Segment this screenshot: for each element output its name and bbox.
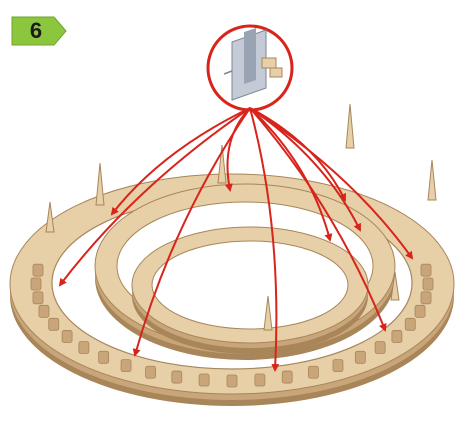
inner-ring: [132, 227, 368, 354]
gear-tooth: [421, 292, 431, 304]
gear-tooth: [421, 264, 431, 276]
gear-tooth: [121, 360, 131, 372]
gear-tooth: [308, 366, 318, 378]
gear-tooth: [172, 371, 182, 383]
gear-tooth: [62, 330, 72, 342]
gear-tooth: [282, 371, 292, 383]
gear-tooth: [31, 278, 41, 290]
step-badge: 6: [10, 15, 70, 47]
step-number: 6: [10, 15, 62, 47]
gear-tooth: [33, 292, 43, 304]
gear-tooth: [39, 305, 49, 317]
gear-tooth: [405, 318, 415, 330]
peg: [428, 160, 436, 200]
gear-tooth: [146, 366, 156, 378]
gear-tooth: [415, 305, 425, 317]
gear-tooth: [423, 278, 433, 290]
gear-tooth: [392, 330, 402, 342]
gear-tooth: [227, 375, 237, 387]
peg: [46, 202, 54, 232]
gear-tooth: [355, 351, 365, 363]
gear-tooth: [99, 351, 109, 363]
gear-tooth: [333, 360, 343, 372]
gear-tooth: [49, 318, 59, 330]
gear-tooth: [79, 342, 89, 354]
gear-tooth: [375, 342, 385, 354]
gear-tooth: [255, 374, 265, 386]
peg: [346, 104, 354, 148]
peg: [96, 163, 104, 205]
peg-insertion-detail-icon: [208, 26, 292, 110]
gear-tooth: [33, 264, 43, 276]
gear-tooth: [199, 374, 209, 386]
